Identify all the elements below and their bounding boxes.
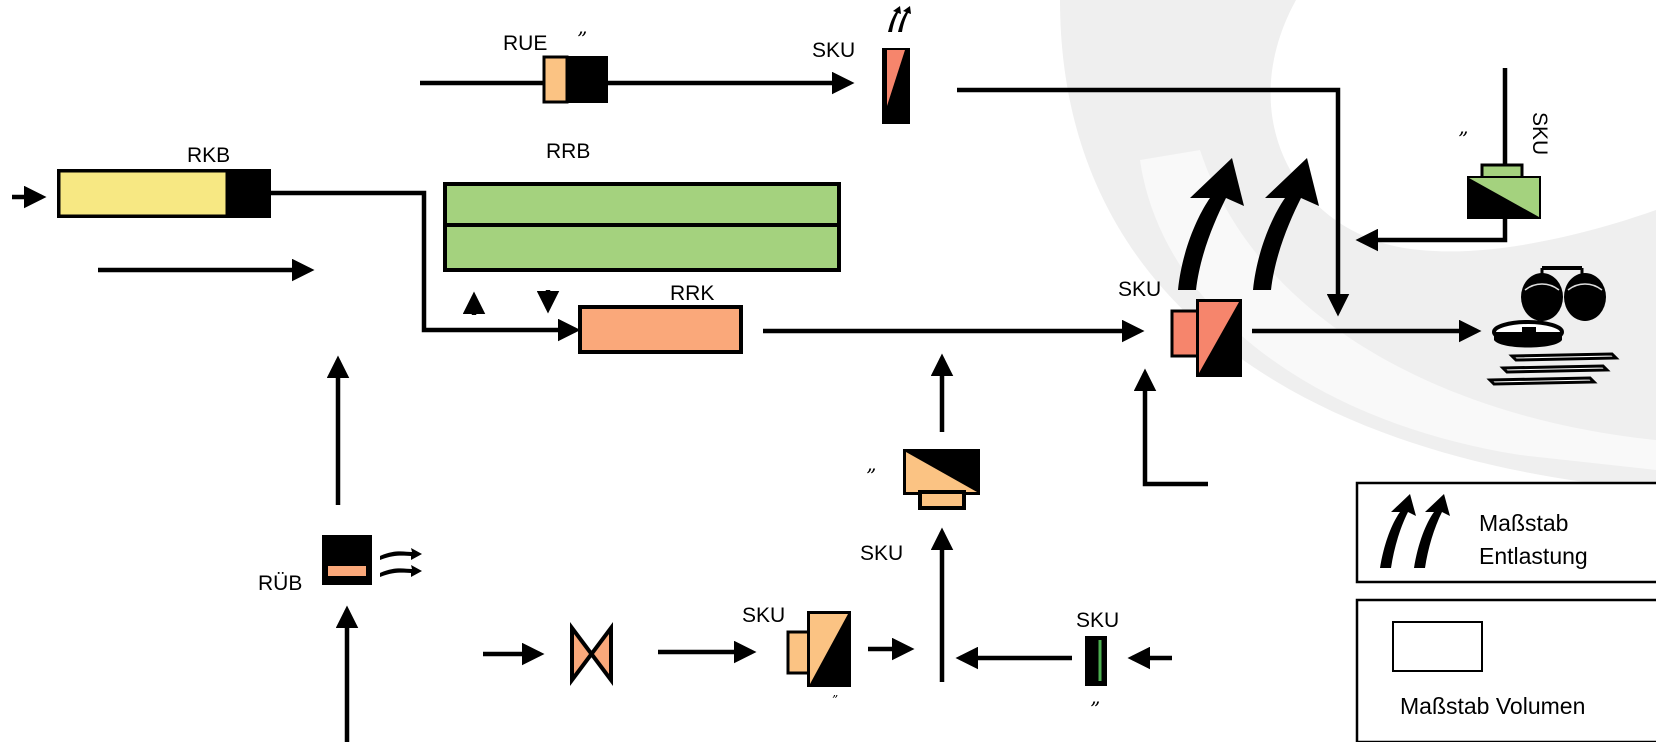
legend-volumen: Maßstab Volumen [1355, 598, 1656, 742]
sku-middle-quote-mark: ” [866, 464, 876, 488]
overflow-arrows-large-icon [1178, 158, 1319, 290]
legend-entlastung: Maßstab Entlastung [1355, 481, 1656, 584]
sku-right-label: SKU [1528, 112, 1551, 155]
sku-right-quote-mark: ” [1458, 127, 1468, 151]
rrk-label: RRK [670, 282, 714, 305]
flow-line-into-sku-main [1133, 368, 1208, 487]
sku-bottom-left-quote-mark: ” [832, 693, 838, 707]
sku-bottom-left-label: SKU [742, 604, 785, 627]
throttle-valve-icon [570, 622, 613, 686]
legend-volumen-label: Maßstab Volumen [1400, 693, 1585, 719]
rue-quote-mark: ” [577, 27, 587, 51]
rub-basin [322, 535, 372, 585]
flow-line-sku-right-to-main [1355, 219, 1508, 252]
rkb-label: RKB [187, 144, 230, 167]
flow-line-rkb-to-rrk [271, 190, 581, 342]
sku-right-valve [1467, 163, 1541, 219]
sku-top-valve [882, 48, 910, 124]
sku-bottom-right-label: SKU [1076, 609, 1119, 632]
rrb-basin [443, 182, 841, 272]
treatment-plant-icon [1486, 266, 1620, 386]
overflow-arrows-horizontal-icon [380, 548, 422, 577]
sku-middle-label: SKU [860, 542, 903, 565]
sku-bottom-right-quote-mark: ” [1090, 697, 1100, 721]
rue-basin [542, 55, 608, 104]
sku-main-label: SKU [1118, 278, 1161, 301]
background-swoosh [1060, 0, 1656, 490]
rub-label: RÜB [258, 572, 302, 595]
rkb-basin [57, 169, 271, 218]
overflow-arrows-small-icon [888, 6, 911, 32]
rue-label: RUE [503, 32, 547, 55]
sku-bottom-left-valve [786, 611, 851, 687]
sku-main-valve [1170, 299, 1242, 377]
sku-top-label: SKU [812, 39, 855, 62]
rrk-basin [578, 305, 743, 354]
legend-entlastung-line2: Entlastung [1479, 543, 1588, 569]
legend-overflow-arrows-icon [1380, 494, 1450, 568]
sku-bottom-right-valve [1085, 636, 1107, 686]
legend-entlastung-line1: Maßstab [1479, 510, 1568, 536]
rrb-label: RRB [546, 140, 590, 163]
flow-line-top-to-plant [957, 87, 1350, 317]
sku-middle-valve [903, 449, 980, 510]
